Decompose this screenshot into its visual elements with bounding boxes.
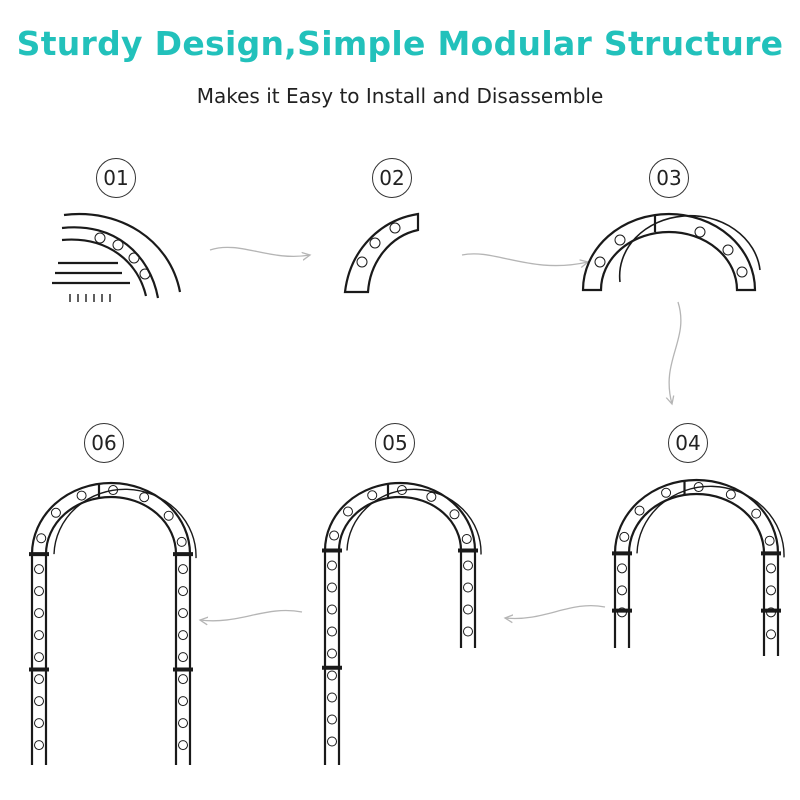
step5-arch <box>322 481 482 765</box>
arrow-step4-to-5 <box>505 605 606 619</box>
page-title: Sturdy Design,Simple Modular Structure <box>16 24 784 63</box>
step6-arch <box>29 481 197 765</box>
page-subtitle: Makes it Easy to Install and Disassemble <box>196 84 604 108</box>
step-number-01: 01 <box>96 158 136 198</box>
arrow-step5-to-6 <box>200 609 303 620</box>
step3-arch-top <box>581 212 761 292</box>
step-number-06: 06 <box>84 423 124 463</box>
arrow-step1-to-2 <box>209 246 310 256</box>
step-number-03: 03 <box>649 158 689 198</box>
arrow-step2-to-3 <box>461 253 588 266</box>
step-number-05: 05 <box>375 423 415 463</box>
step-number-04: 04 <box>668 423 708 463</box>
step4-arch <box>612 478 785 656</box>
step1-parts <box>52 212 182 302</box>
step-number-02: 02 <box>372 158 412 198</box>
arrow-step3-to-4 <box>669 301 682 404</box>
step2-arch-segment <box>343 212 420 294</box>
